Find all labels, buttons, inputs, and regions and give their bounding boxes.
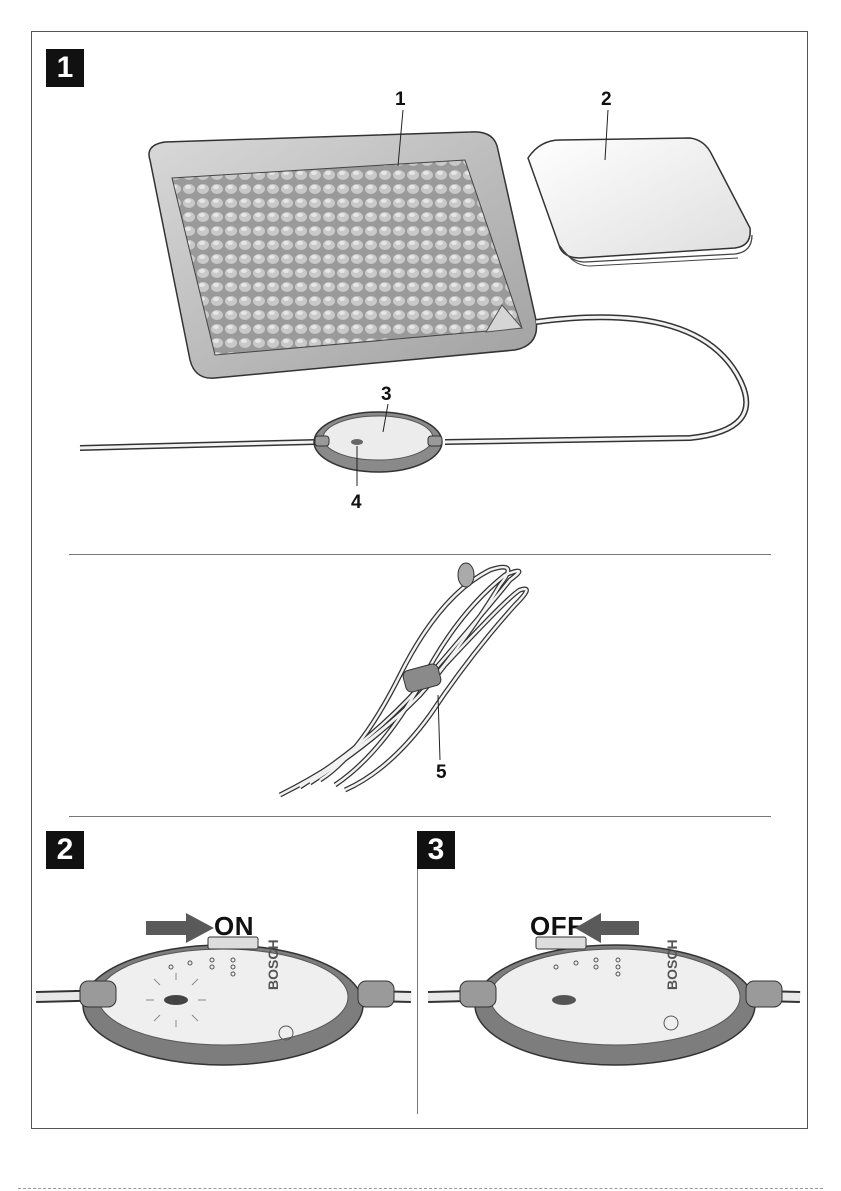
brand-label-off: BOSCH: [664, 939, 680, 990]
coiled-cable-illustration: [0, 555, 841, 815]
callout-5: 5: [436, 762, 447, 784]
divider-bottom: [69, 816, 771, 817]
figure-3-badge: 3: [417, 831, 455, 869]
divider-vertical: [417, 868, 418, 1114]
brand-label-on: BOSCH: [265, 939, 281, 990]
callout-4: 4: [351, 492, 362, 514]
controller-off-illustration: [428, 935, 808, 1075]
callout-2: 2: [601, 89, 612, 111]
callout-3: 3: [381, 384, 392, 406]
footer-rule: [18, 1188, 823, 1189]
figure-2-badge: 2: [46, 831, 84, 869]
heating-pad-illustration: [0, 0, 841, 560]
callout-1: 1: [395, 89, 406, 111]
controller-on-illustration: [36, 935, 416, 1075]
